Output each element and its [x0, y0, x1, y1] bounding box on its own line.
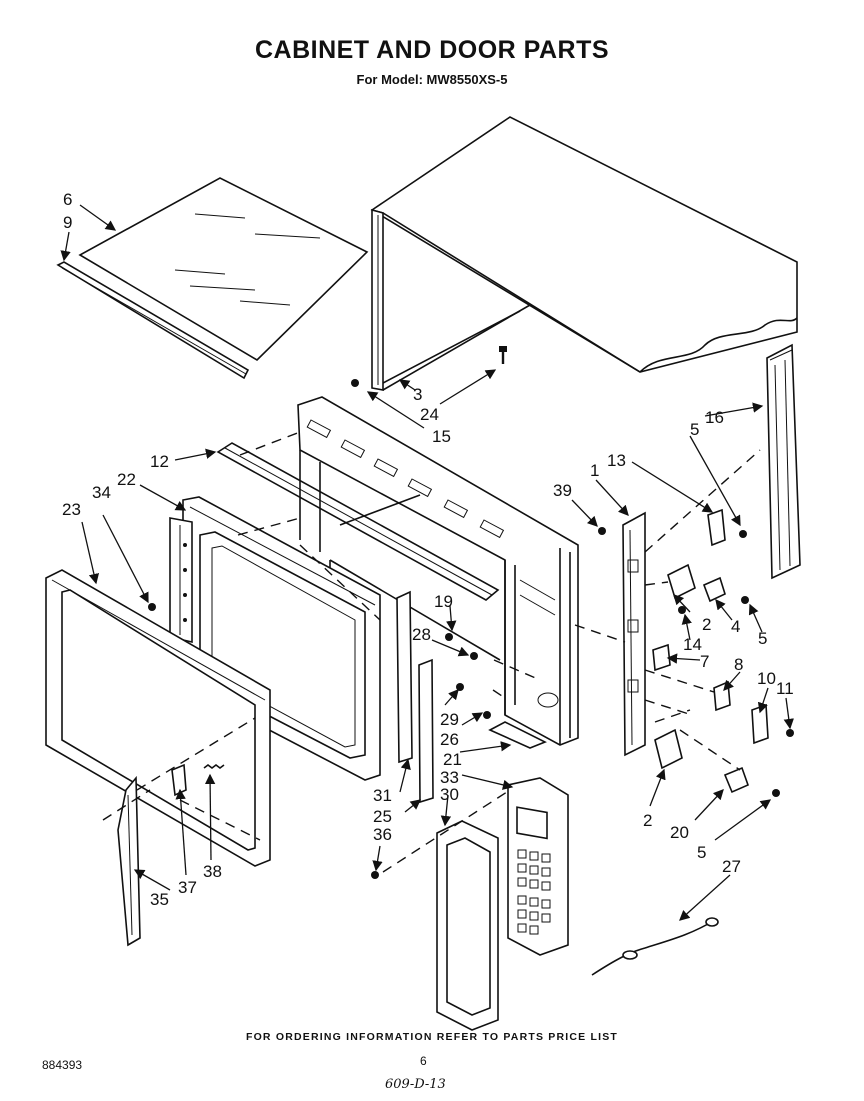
callout-37: 37	[178, 878, 197, 897]
page-number: 6	[420, 1054, 427, 1068]
bracket-21-part	[488, 721, 547, 749]
switch-13-part	[707, 508, 726, 547]
callout-19: 19	[434, 592, 453, 611]
callout-16: 16	[705, 408, 724, 427]
outer-cabinet-wrapper-part	[370, 116, 798, 391]
control-panel-part	[507, 777, 569, 956]
callout-12: 12	[150, 452, 169, 471]
callout-21: 21	[443, 750, 462, 769]
callout-3: 3	[413, 385, 422, 404]
callout-22: 22	[117, 470, 136, 489]
screw-24-part	[499, 346, 507, 364]
callout-15: 15	[432, 427, 451, 446]
wire-harness-part	[591, 917, 719, 976]
hinge-bar-31-part	[396, 590, 413, 764]
shelf-panel-part	[78, 177, 369, 362]
callout-36: 36	[373, 825, 392, 844]
callout-34: 34	[92, 483, 111, 502]
door-latch-part	[117, 775, 141, 947]
bracket-7-part	[652, 643, 671, 672]
callout-26: 26	[440, 730, 459, 749]
callout-5-mid: 5	[758, 629, 767, 648]
hinge-strip-part	[169, 517, 193, 644]
switch-2-lower-part	[654, 728, 683, 770]
door-frame-part	[45, 569, 271, 867]
alignment-lines	[102, 431, 761, 873]
ordering-note: FOR ORDERING INFORMATION REFER TO PARTS …	[245, 1031, 619, 1043]
callout-7: 7	[700, 652, 709, 671]
callout-24: 24	[420, 405, 439, 424]
callout-4: 4	[731, 617, 740, 636]
callout-13: 13	[607, 451, 626, 470]
callout-35: 35	[150, 890, 169, 909]
screws-group	[148, 379, 794, 879]
callout-labels: 6 9 3 24 15 12 5 16 13 1 39 22 34 23 19 …	[62, 190, 794, 909]
switch-2-upper-part	[667, 563, 696, 600]
callout-9: 9	[63, 213, 72, 232]
chassis-frame-part	[297, 396, 579, 746]
callout-6: 6	[63, 190, 72, 209]
model-subtitle: For Model: MW8550XS-5	[356, 72, 508, 87]
leader-lines	[60, 204, 794, 921]
callout-8: 8	[734, 655, 743, 674]
switch-20-part	[723, 766, 750, 794]
callout-5-top: 5	[690, 420, 699, 439]
callout-25: 25	[373, 807, 392, 826]
callout-20: 20	[670, 823, 689, 842]
spring-38-part	[203, 764, 225, 769]
callout-23: 23	[62, 500, 81, 519]
callout-28: 28	[412, 625, 431, 644]
callout-2-upper: 2	[702, 615, 711, 634]
callout-27: 27	[722, 857, 741, 876]
callout-33: 33	[440, 768, 459, 787]
callout-31: 31	[373, 786, 392, 805]
callout-2-lower: 2	[643, 811, 652, 830]
control-panel-frame-part	[436, 820, 499, 1031]
switch-4-part	[702, 576, 726, 603]
callout-5-lower: 5	[697, 843, 706, 862]
callout-1: 1	[590, 461, 599, 480]
callout-30: 30	[440, 785, 459, 804]
callout-11: 11	[776, 679, 794, 698]
page-title: CABINET AND DOOR PARTS	[254, 36, 610, 64]
hinge-bar-25-part	[418, 658, 434, 804]
callout-29: 29	[440, 710, 459, 729]
side-panel-part	[766, 343, 801, 580]
callout-38: 38	[203, 862, 222, 881]
document-number: 884393	[42, 1058, 83, 1072]
latch-37-part	[171, 763, 187, 797]
front-trim-bar-part	[216, 442, 500, 601]
mounting-plate-part	[622, 511, 646, 757]
trim-strip-part	[56, 261, 250, 380]
handwritten-note: 609-D-13	[385, 1077, 446, 1092]
callout-10: 10	[757, 669, 776, 688]
callout-39: 39	[553, 481, 572, 500]
callout-14: 14	[683, 635, 702, 654]
